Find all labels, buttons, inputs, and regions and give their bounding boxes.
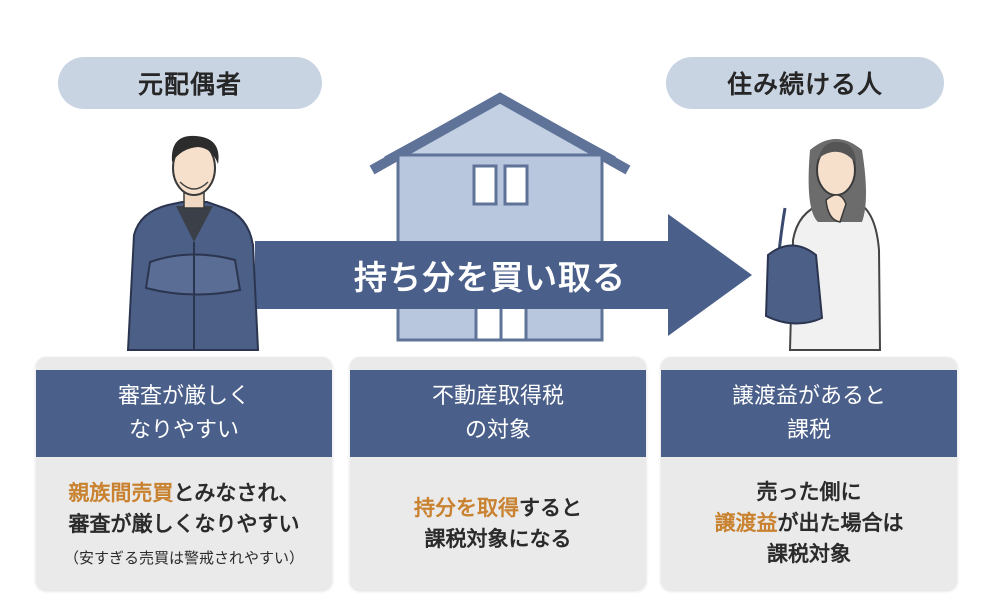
- card-body-line: 課税対象: [767, 542, 851, 566]
- body-text: すると: [519, 495, 582, 520]
- buyout-arrow-label: 持ち分を買い取る: [300, 250, 680, 300]
- role-label-former-spouse: 元配偶者: [58, 57, 322, 109]
- card-header: 審査が厳しく なりやすい: [36, 370, 332, 457]
- highlight-text: 譲渡益: [714, 511, 778, 535]
- card-header-line: の対象: [464, 417, 531, 443]
- card-header-line: 課税: [786, 417, 831, 443]
- former-spouse-text: 元配偶者: [137, 70, 242, 99]
- card-body-line: 譲渡益が出た場合は: [715, 508, 904, 539]
- card-header: 譲渡益があると 課税: [661, 370, 957, 457]
- arrow-text: 持ち分を買い取る: [354, 258, 626, 297]
- card-screening: 審査が厳しく なりやすい 親族間売買とみなされ、 審査が厳しくなりやすい （安す…: [36, 357, 332, 590]
- card-body-line: 売った側に: [756, 480, 862, 504]
- body-text: が出た場合は: [777, 511, 904, 535]
- man-figure-icon: [126, 135, 260, 351]
- highlight-text: 持分を取得: [414, 495, 519, 520]
- card-body: 売った側に 譲渡益が出た場合は 課税対象: [661, 457, 957, 590]
- card-body: 親族間売買とみなされ、 審査が厳しくなりやすい （安すぎる売買は警戒されやすい）: [36, 457, 332, 590]
- card-body: 持分を取得すると 課税対象になる: [350, 457, 646, 590]
- resident-text: 住み続ける人: [726, 70, 883, 99]
- card-header: 不動産取得税 の対象: [350, 370, 646, 457]
- card-header-line: 譲渡益があると: [731, 383, 886, 409]
- card-capital-gains-tax: 譲渡益があると 課税 売った側に 譲渡益が出た場合は 課税対象: [661, 357, 957, 590]
- role-label-resident: 住み続ける人: [666, 57, 944, 109]
- card-note: （安すぎる売買は警戒されやすい）: [63, 548, 304, 567]
- card-header-line: 不動産取得税: [431, 383, 564, 409]
- body-text: とみなされ、: [173, 480, 300, 505]
- highlight-text: 親族間売買: [68, 480, 174, 505]
- arrow-icon: [255, 214, 752, 336]
- card-acquisition-tax: 不動産取得税 の対象 持分を取得すると 課税対象になる: [350, 357, 646, 590]
- card-body-line: 審査が厳しくなりやすい: [68, 511, 300, 536]
- card-header-line: なりやすい: [128, 417, 239, 443]
- card-body-line: 課税対象になる: [424, 526, 572, 551]
- woman-figure-icon: [764, 139, 882, 351]
- card-body-line: 持分を取得すると: [414, 493, 582, 524]
- card-body-line: 親族間売買とみなされ、: [68, 478, 299, 509]
- illustration-scene: [126, 92, 882, 351]
- card-header-line: 審査が厳しく: [117, 383, 250, 409]
